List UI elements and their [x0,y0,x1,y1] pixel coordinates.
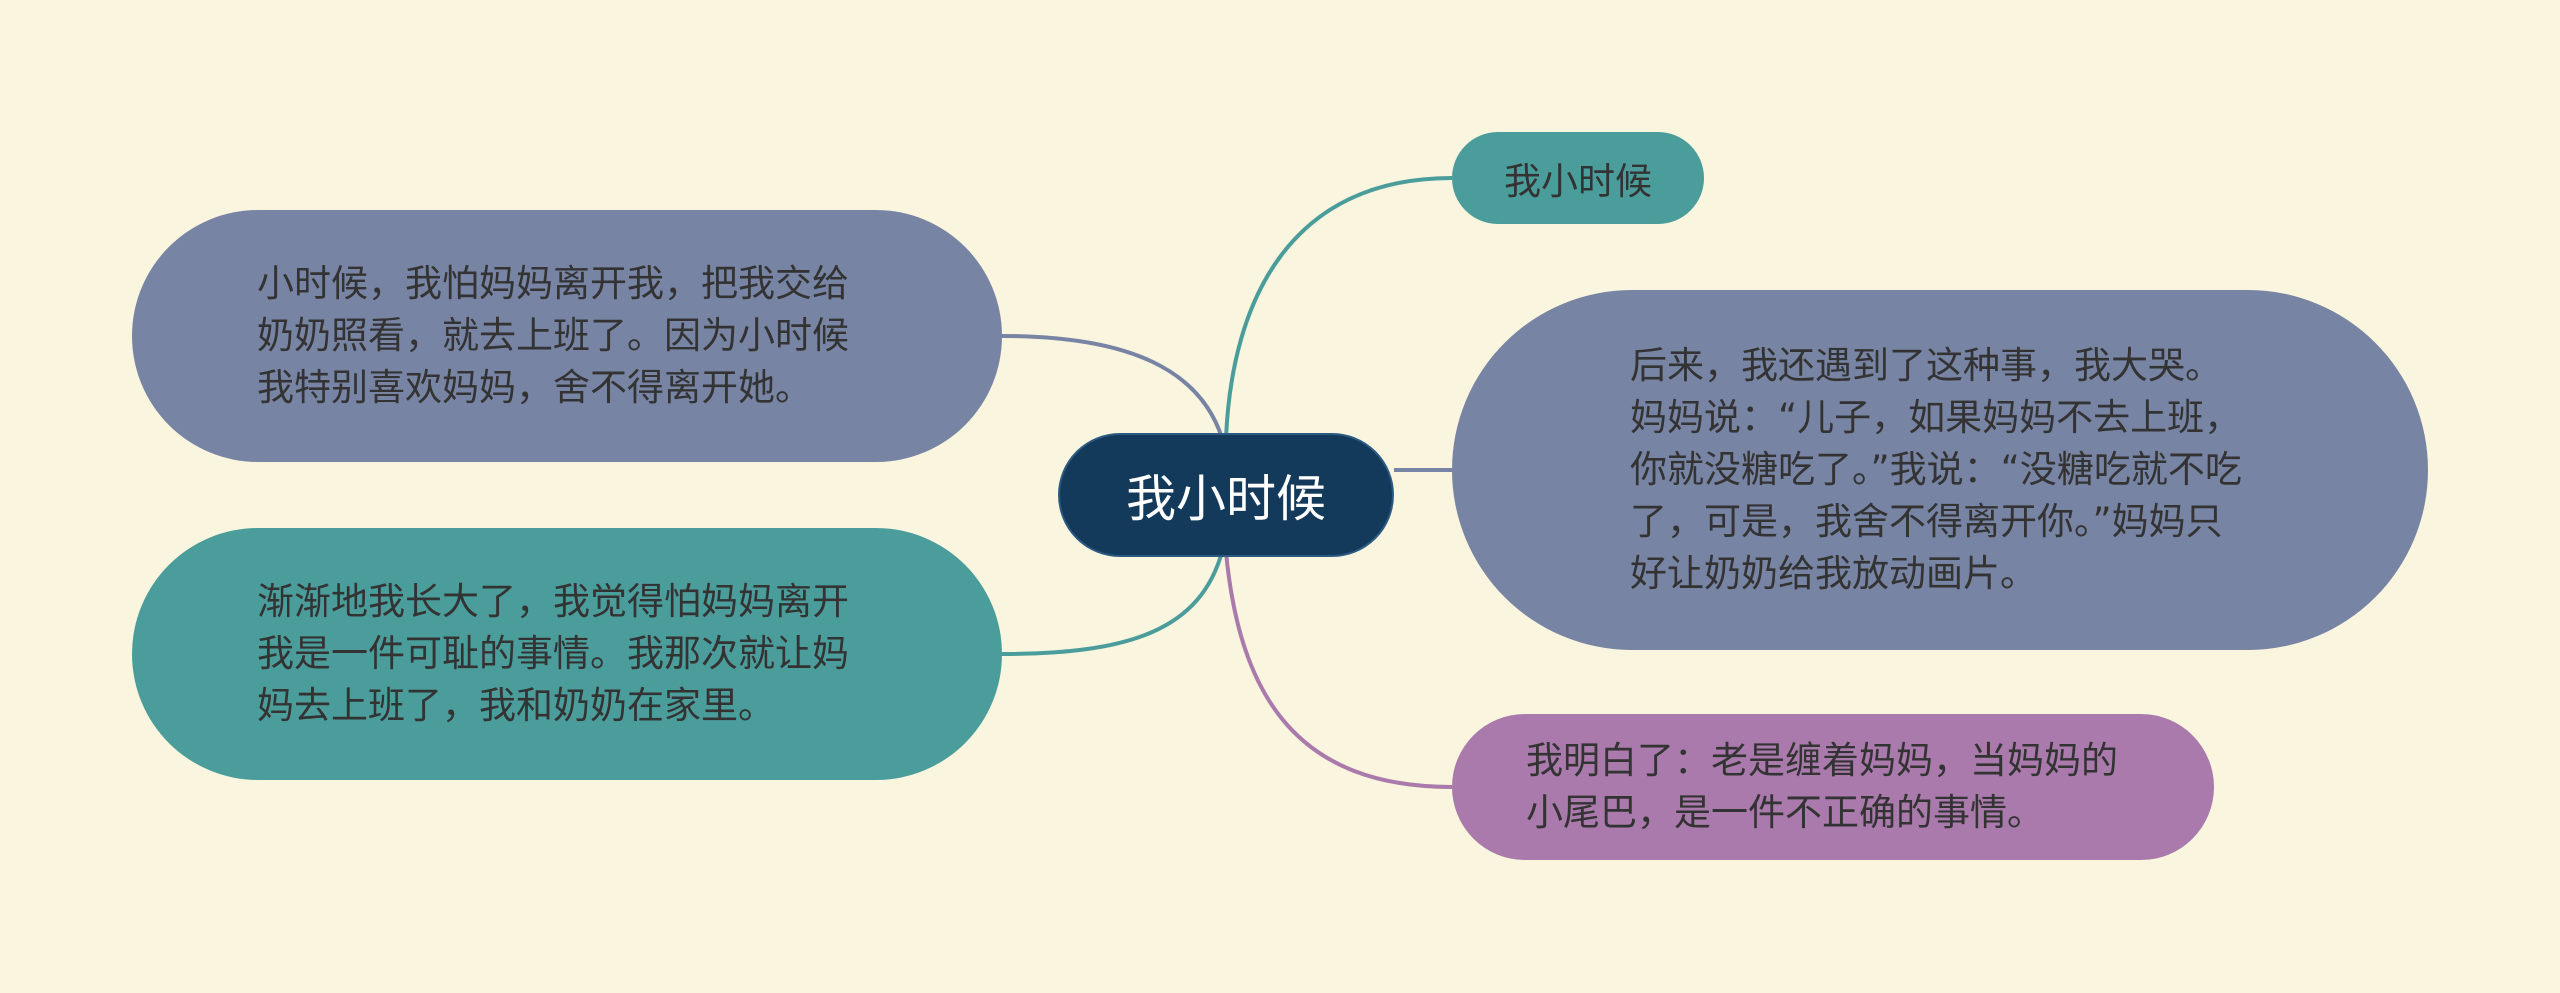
branch-left-2[interactable]: 渐渐地我长大了，我觉得怕妈妈离开我是一件可耻的事情。我那次就让妈妈去上班了，我和… [132,528,1002,780]
branch-right-1[interactable]: 我小时候 [1452,132,1704,224]
connector-right-1 [1224,176,1453,439]
central-topic[interactable]: 我小时候 [1058,433,1394,557]
branch-right-2[interactable]: 后来，我还遇到了这种事，我大哭。妈妈说：“儿子，如果妈妈不去上班，你就没糖吃了。… [1452,290,2428,650]
branch-label: 小时候，我怕妈妈离开我，把我交给奶奶照看，就去上班了。因为小时候我特别喜欢妈妈，… [257,262,849,409]
central-topic-label: 我小时候 [1126,470,1326,528]
connector-right-3 [1224,551,1453,789]
branch-label: 渐渐地我长大了，我觉得怕妈妈离开我是一件可耻的事情。我那次就让妈妈去上班了，我和… [257,580,849,727]
branch-left-1[interactable]: 小时候，我怕妈妈离开我，把我交给奶奶照看，就去上班了。因为小时候我特别喜欢妈妈，… [132,210,1002,462]
branch-right-3[interactable]: 我明白了：老是缠着妈妈，当妈妈的小尾巴，是一件不正确的事情。 [1452,714,2214,860]
branch-label: 后来，我还遇到了这种事，我大哭。妈妈说：“儿子，如果妈妈不去上班，你就没糖吃了。… [1630,344,2242,595]
branch-label: 我小时候 [1504,160,1652,203]
branch-label: 我明白了：老是缠着妈妈，当妈妈的小尾巴，是一件不正确的事情。 [1526,739,2118,834]
connector-left-2 [1001,551,1224,656]
connector-left-1 [1001,334,1224,439]
